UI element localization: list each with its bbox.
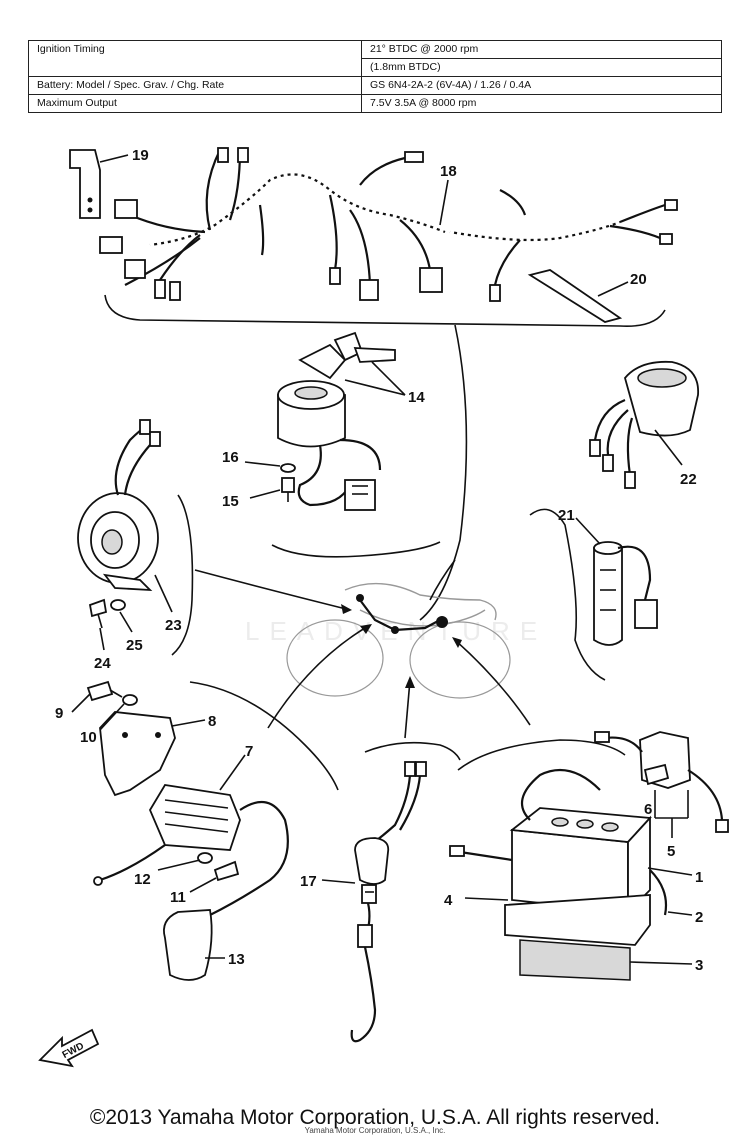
spec-value: GS 6N4-2A-2 (6V-4A) / 1.26 / 0.4A [361, 76, 722, 95]
connector [99, 236, 123, 254]
location-arrow [454, 639, 531, 726]
harness-clamp-part-20 [527, 269, 623, 323]
battery-group: 6 5 1 4 2 3 [444, 731, 729, 981]
coil-bracket-part-8 [99, 711, 176, 797]
spec-label [28, 58, 362, 77]
fuse-part-6 [643, 763, 670, 786]
connector [114, 199, 138, 219]
group-bracket-stop-switch [364, 741, 461, 761]
fwd-arrow-icon [38, 1028, 100, 1068]
watermark-text: LEADVENTURE [245, 616, 547, 646]
spec-label: Ignition Timing [28, 40, 362, 59]
washer-part-16 [280, 463, 296, 473]
callout-14: 14 [408, 389, 425, 406]
callout-18: 18 [440, 163, 457, 180]
callout-1: 1 [695, 869, 703, 886]
frame-wheel-outline [409, 621, 511, 699]
spec-row-maximum-output: Maximum Output 7.5V 3.5A @ 8000 rpm [28, 94, 722, 113]
wire-harness-group: 19 18 20 [69, 147, 678, 327]
location-arrow [267, 624, 371, 729]
neutral-switch-group: 21 [529, 507, 658, 681]
frame-location-schematic [194, 559, 531, 739]
location-arrow [429, 559, 456, 601]
ignition-coil-group: 9 10 8 7 12 11 13 [55, 680, 339, 981]
callout-11: 11 [170, 889, 186, 906]
spec-row-battery: Battery: Model / Spec. Grav. / Chg. Rate… [28, 76, 722, 95]
neutral-switch-part-21 [593, 547, 623, 646]
callout-21: 21 [558, 507, 575, 524]
screw-part-15 [281, 477, 295, 493]
frame-wheel-outline [286, 619, 384, 697]
callout-15: 15 [222, 493, 239, 510]
spec-value: 7.5V 3.5A @ 8000 rpm [361, 94, 722, 113]
group-bracket-harness [104, 294, 666, 327]
callout-16: 16 [222, 449, 239, 466]
washer-part-25 [110, 599, 126, 611]
callout-6: 6 [644, 801, 652, 818]
location-arrow [194, 569, 351, 611]
connector [419, 267, 443, 293]
callout-9: 9 [55, 705, 63, 722]
callout-24: 24 [94, 655, 111, 672]
fine-print: Yamaha Motor Corporation, U.S.A., Inc. [304, 1126, 446, 1135]
callout-23: 23 [165, 617, 182, 634]
spark-plug-cap-part-13 [163, 909, 213, 981]
bolt-part-24 [88, 598, 108, 618]
callout-5: 5 [667, 843, 675, 860]
group-bracket-neutral [529, 508, 606, 681]
callout-10: 10 [80, 729, 97, 746]
stop-switch-part-17 [354, 837, 390, 885]
callout-19: 19 [132, 147, 149, 164]
flasher-relay-group: 22 [589, 360, 699, 489]
bolt-part-11 [213, 860, 240, 882]
location-arrow [404, 679, 411, 739]
component-location-marker [436, 616, 448, 628]
callout-2: 2 [695, 909, 703, 926]
spec-label: Maximum Output [28, 94, 362, 113]
callout-13: 13 [228, 951, 245, 968]
callout-17: 17 [300, 873, 317, 890]
specifications-table: Ignition Timing 21° BTDC @ 2000 rpm (1.8… [28, 40, 722, 113]
main-switch-group: 14 16 15 [222, 331, 441, 558]
callout-25: 25 [126, 637, 143, 654]
group-bracket-battery [457, 739, 626, 771]
key [298, 343, 347, 380]
forward-direction-arrow: FWD [38, 1028, 100, 1068]
bracket-part-19 [69, 149, 101, 219]
copyright-notice: ©2013 Yamaha Motor Corporation, U.S.A. A… [89, 1106, 661, 1129]
callout-4: 4 [444, 892, 453, 909]
group-bracket-horn [171, 494, 194, 656]
horn-group: 23 25 24 [77, 419, 194, 672]
spec-value: (1.8mm BTDC) [361, 58, 722, 77]
washer-part-10 [122, 694, 138, 706]
group-bracket-main-switch [271, 541, 441, 558]
spec-label: Battery: Model / Spec. Grav. / Chg. Rate [28, 76, 362, 95]
key [353, 347, 396, 363]
callout-8: 8 [208, 713, 216, 730]
group-bracket-ignition [189, 681, 339, 791]
spec-value: 21° BTDC @ 2000 rpm [361, 40, 722, 59]
battery-case-part-3 [504, 894, 651, 946]
horn-bracket [102, 573, 153, 592]
connector [359, 279, 379, 301]
ignition-coil-part-7 [148, 784, 241, 851]
callout-20: 20 [630, 271, 647, 288]
spec-row-ignition-timing-mm: (1.8mm BTDC) [28, 58, 722, 77]
battery-pad [519, 939, 631, 981]
main-switch-coupler [344, 479, 376, 511]
callout-12: 12 [134, 871, 151, 888]
callout-22: 22 [680, 471, 697, 488]
washer-part-12 [197, 852, 213, 864]
stop-switch-group: 17 [300, 741, 461, 1043]
neutral-switch-coupler [634, 599, 658, 629]
callout-3: 3 [695, 957, 703, 974]
exploded-parts-diagram: LEADVENTURE [38, 147, 729, 1068]
spec-row-ignition-timing: Ignition Timing 21° BTDC @ 2000 rpm [28, 40, 722, 59]
connector [124, 259, 146, 279]
bolt-part-9 [86, 680, 114, 702]
callout-7: 7 [245, 743, 253, 760]
harness-routing-line [419, 324, 468, 621]
